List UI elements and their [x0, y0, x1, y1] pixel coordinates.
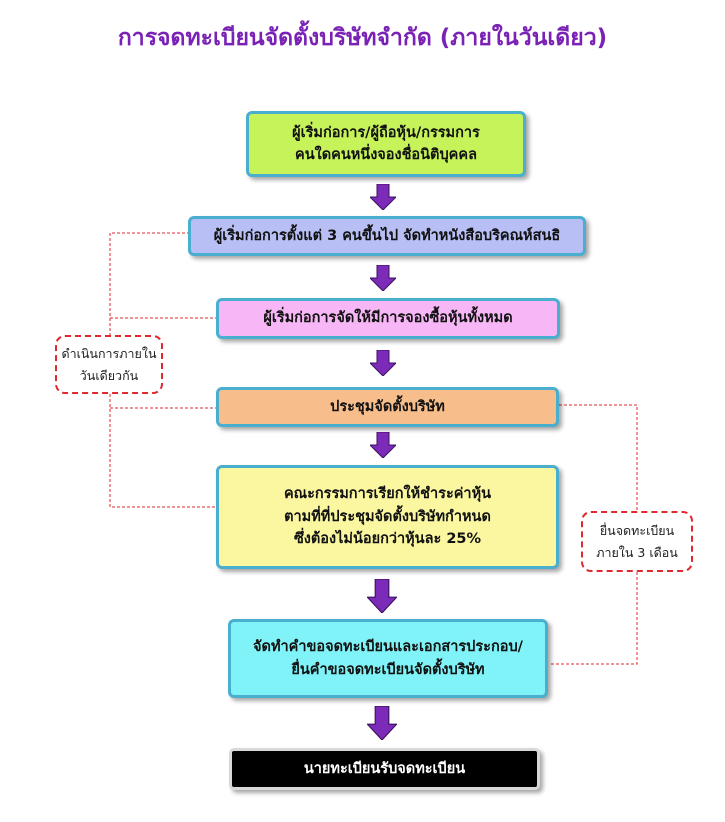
- down-arrow-icon: [367, 579, 397, 613]
- note-same-day: ดำเนินการภายใน วันเดียวกัน: [55, 335, 163, 394]
- step-registration-request: จัดทำคำขอจดทะเบียนและเอกสารประกอบ/ ยื่นค…: [228, 619, 548, 698]
- step-text-line: ประชุมจัดตั้งบริษัท: [330, 398, 445, 415]
- step-share-payment: คณะกรรมการเรียกให้ชำระค่าหุ้น ตามที่ที่ป…: [216, 465, 559, 569]
- page-title: การจดทะเบียนจัดตั้งบริษัทจำกัด (ภายในวัน…: [117, 25, 608, 51]
- step-text-line: ผู้เริ่มก่อการจัดให้มีการจองซื้อหุ้นทั้ง…: [263, 310, 513, 327]
- note-text-line: ยื่นจดทะเบียน: [599, 522, 675, 538]
- down-arrow-icon: [370, 432, 396, 458]
- connector-right-bottom: [549, 572, 638, 665]
- note-text-line: ดำเนินการภายใน: [61, 345, 157, 361]
- step-text-line: นายทะเบียนรับจดทะเบียน: [303, 760, 466, 777]
- down-arrow-icon: [370, 265, 396, 291]
- down-arrow-icon: [367, 706, 397, 740]
- connector-left-top: [109, 232, 190, 335]
- connector-right-top: [559, 404, 638, 511]
- step-text-line: ซึ่งต้องไม่น้อยกว่าหุ้นละ 25%: [293, 531, 482, 548]
- down-arrow-icon: [370, 350, 396, 376]
- note-text-line: ภายใน 3 เดือน: [596, 544, 678, 560]
- step-registrar-accepts: นายทะเบียนรับจดทะเบียน: [229, 748, 540, 790]
- step-text-line: คณะกรรมการเรียกให้ชำระค่าหุ้น: [283, 486, 492, 503]
- step-text-line: ผู้เริ่มก่อการ/ผู้ถือหุ้น/กรรมการ: [292, 124, 480, 141]
- note-text-line: วันเดียวกัน: [79, 367, 139, 383]
- down-arrow-icon: [370, 184, 396, 210]
- step-share-subscription: ผู้เริ่มก่อการจัดให้มีการจองซื้อหุ้นทั้ง…: [216, 298, 560, 339]
- step-text-line: ยื่นคำขอจดทะเบียนจัดตั้งบริษัท: [291, 661, 485, 678]
- step-text-line: ตามที่ที่ประชุมจัดตั้งบริษัทกำหนด: [284, 508, 491, 525]
- step-statutory-meeting: ประชุมจัดตั้งบริษัท: [216, 387, 559, 427]
- step-reserve-name: ผู้เริ่มก่อการ/ผู้ถือหุ้น/กรรมการ คนใดคน…: [246, 111, 526, 177]
- note-within-3-months: ยื่นจดทะเบียน ภายใน 3 เดือน: [581, 511, 693, 572]
- step-text-line: คนใดคนหนึ่งจองชื่อนิติบุคคล: [295, 147, 477, 163]
- connector-left-bottom: [109, 394, 218, 508]
- step-memorandum: ผู้เริ่มก่อการตั้งแต่ 3 คนขึ้นไป จัดทำหน…: [188, 216, 586, 256]
- step-text-line: จัดทำคำขอจดทะเบียนและเอกสารประกอบ/: [253, 639, 523, 656]
- step-text-line: ผู้เริ่มก่อการตั้งแต่ 3 คนขึ้นไป จัดทำหน…: [213, 227, 561, 244]
